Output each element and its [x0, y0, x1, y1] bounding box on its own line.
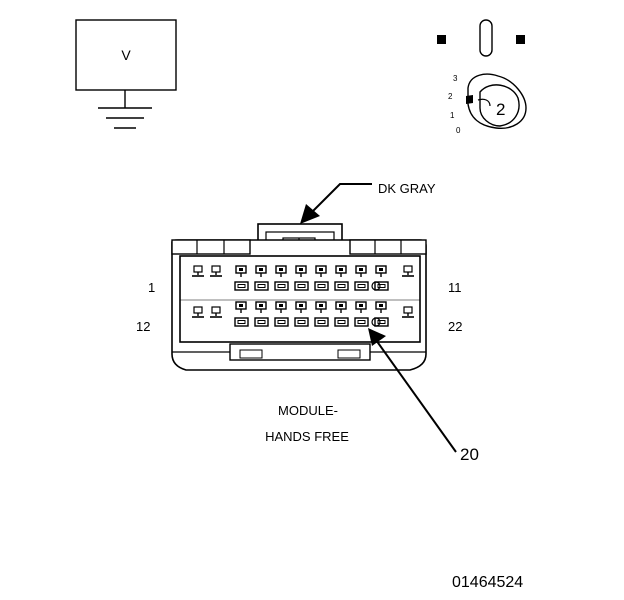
- ignition-position-2: 2: [448, 92, 453, 101]
- terminal-upper-b-7: [354, 281, 369, 291]
- terminal-upper-b-4: [294, 281, 309, 291]
- terminal-upper-b-6: [334, 281, 349, 291]
- terminal-lower-b-1: [234, 317, 249, 327]
- pin-label-22: 22: [448, 319, 462, 334]
- terminal-upper-b-3: [274, 281, 289, 291]
- terminal-marker-1: [371, 281, 381, 291]
- ground-icon: [98, 107, 152, 129]
- terminal-lower-b-8: [374, 317, 389, 327]
- terminal-lower-b-3: [274, 317, 289, 327]
- pin-label-12: 12: [136, 319, 150, 334]
- pin-20-label: 20: [460, 445, 479, 464]
- connector-body: [171, 223, 427, 371]
- terminal-lower-b-2: [254, 317, 269, 327]
- connector-caption-line1: MODULE-: [278, 403, 338, 418]
- terminal-upper-b-1: [234, 281, 249, 291]
- ignition-position-1: 1: [450, 111, 455, 120]
- connector-caption-line2: HANDS FREE: [265, 429, 349, 444]
- terminal-lower-b-7: [354, 317, 369, 327]
- pin-20-callout: 20: [368, 328, 479, 464]
- pin-label-1: 1: [148, 280, 155, 295]
- connector-cavities: [191, 265, 415, 327]
- ignition-switch-icon: 3 2 1 0 2: [448, 73, 527, 135]
- ignition-position-0: 0: [456, 126, 461, 135]
- terminal-marker-2: [371, 317, 381, 327]
- voltmeter-symbol: V: [75, 19, 177, 108]
- terminal-upper-b-5: [314, 281, 329, 291]
- terminal-upper-b-8: [374, 281, 389, 291]
- terminal-lower-b-5: [314, 317, 329, 327]
- figure-id: 01464524: [452, 574, 523, 591]
- wire-color-label: DK GRAY: [378, 181, 436, 196]
- terminal-upper-b-2: [254, 281, 269, 291]
- wire-color-callout: DK GRAY: [300, 181, 436, 224]
- terminal-lower-b-4: [294, 317, 309, 327]
- voltmeter-label: V: [121, 47, 131, 63]
- pin-label-11: 11: [448, 280, 462, 295]
- ignition-selected-position: 2: [496, 100, 505, 119]
- ignition-position-3: 3: [453, 74, 458, 83]
- key-blade-icon: [437, 19, 525, 57]
- terminal-lower-b-6: [334, 317, 349, 327]
